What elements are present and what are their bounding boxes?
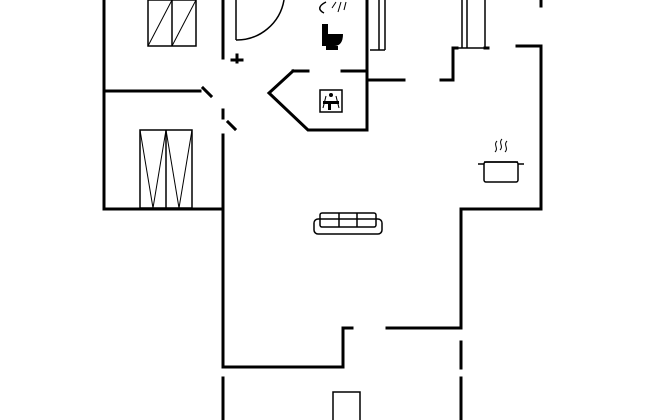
shower-icon — [319, 1, 347, 14]
bed-icon — [139, 129, 193, 209]
garden-chair-icon — [332, 391, 361, 420]
toilet-icon — [322, 24, 343, 50]
sofa-icon — [313, 212, 383, 235]
door-swings — [200, 0, 285, 132]
sauna-icon — [319, 89, 343, 113]
window-marks — [370, 0, 486, 51]
cooking-pot-icon — [478, 138, 524, 183]
walls — [102, 0, 543, 420]
bed-icon — [147, 0, 197, 47]
